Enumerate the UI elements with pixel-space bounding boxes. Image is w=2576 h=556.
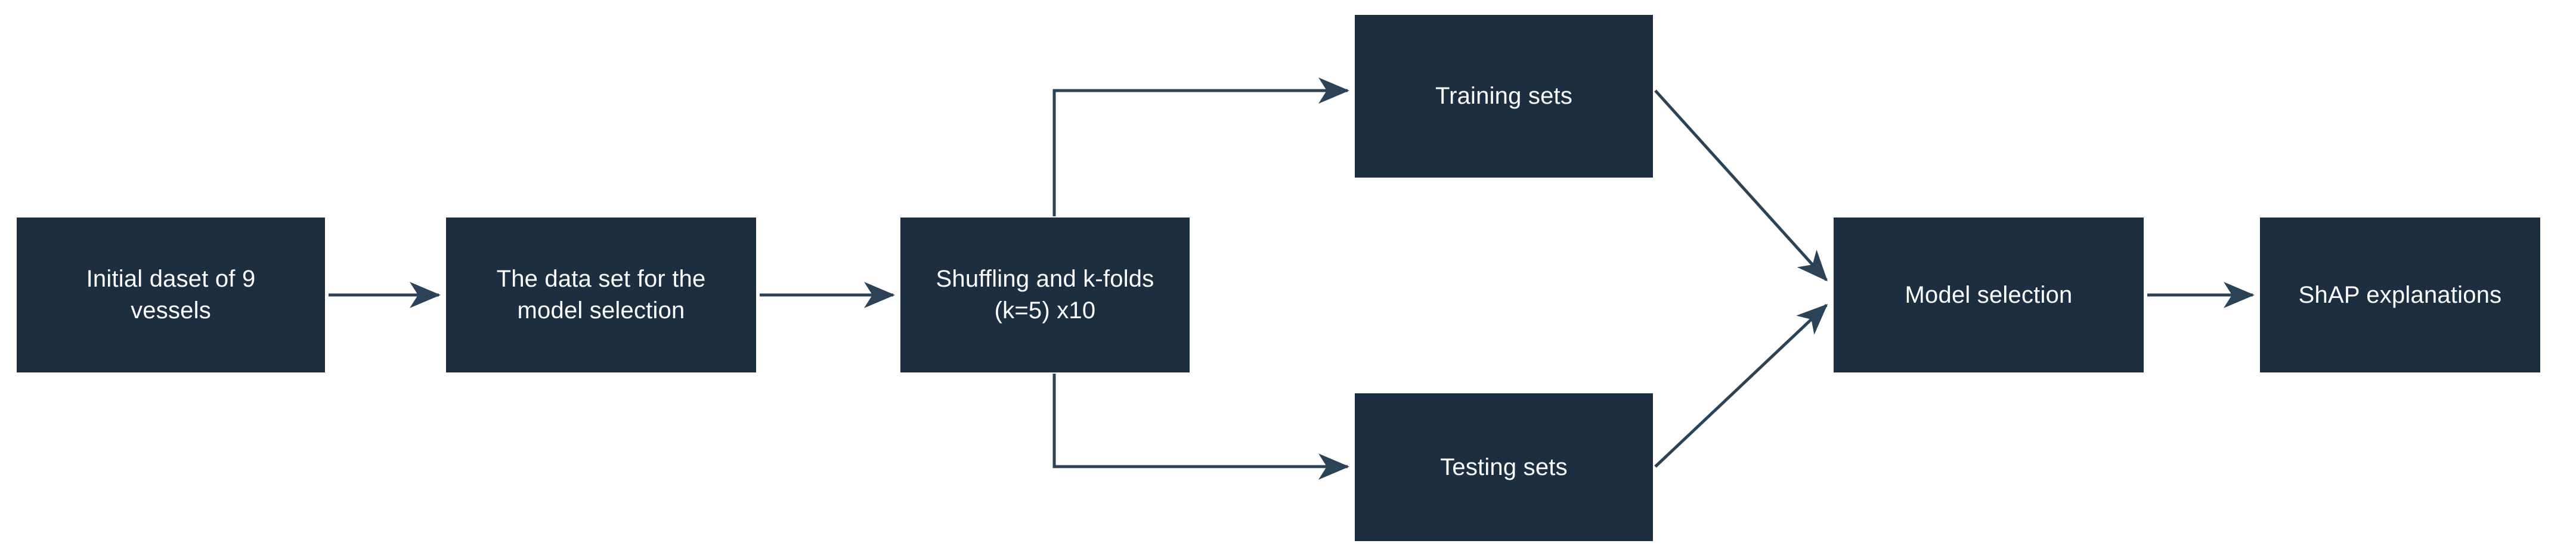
node-model-selection[interactable]: Model selection bbox=[1834, 218, 2144, 372]
connector-shuffling-to-testing bbox=[1052, 374, 1350, 480]
connector-training-to-model bbox=[1654, 89, 1828, 282]
connector-testing-to-model bbox=[1654, 303, 1828, 468]
node-data-set-for-model-selection[interactable]: The data set for the model selection bbox=[446, 218, 756, 372]
node-shap-explanations[interactable]: ShAP explanations bbox=[2260, 218, 2540, 372]
node-training-sets[interactable]: Training sets bbox=[1355, 15, 1653, 178]
node-shuffling-k-folds[interactable]: Shuffling and k-folds (k=5) x10 bbox=[900, 218, 1190, 372]
node-testing-sets[interactable]: Testing sets bbox=[1355, 393, 1653, 541]
connector-shuffling-to-training bbox=[1052, 77, 1350, 216]
node-initial-dataset[interactable]: Initial daset of 9 vessels bbox=[17, 218, 325, 372]
